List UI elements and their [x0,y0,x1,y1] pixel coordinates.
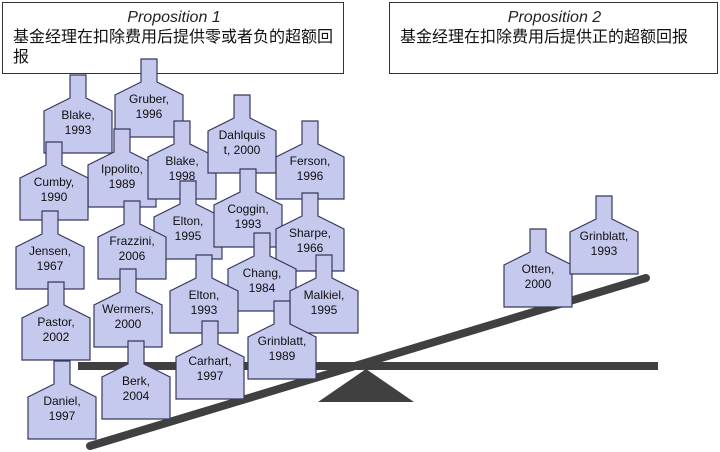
bottle-label: Coggin, 1993 [227,202,269,231]
bottle-jensen-1967: Jensen, 1967 [14,210,86,290]
bottle-sharpe-1966: Sharpe, 1966 [274,192,346,272]
bottle-label: Chang, 1984 [242,266,282,295]
bottle-shape [175,320,245,400]
bottle-otten-2000: Otten, 2000 [502,228,574,308]
bottle-shape [27,360,97,440]
bottle-label: Grinblatt, 1989 [257,334,307,363]
bottle-label: Malkiel, 1995 [303,288,345,317]
bottle-label: Dahlquis t, 2000 [218,128,266,157]
bottle-shape [569,195,639,275]
fulcrum-triangle [318,369,414,402]
bottle-berk-2004: Berk, 2004 [100,340,172,420]
bottle-cumby-1990: Cumby, 1990 [18,141,90,221]
bottle-shape [153,180,223,260]
bottle-label: Elton, 1993 [188,288,220,317]
bottle-shape [169,254,239,334]
bottle-dahlquist-2000: Dahlquis t, 2000 [206,94,278,174]
bottle-label: Daniel, 1997 [43,394,81,423]
bottle-label: Otten, 2000 [521,262,555,291]
bottle-label: Berk, 2004 [121,374,150,403]
proposition-1-text: 基金经理在扣除费用后提供零或者负的超额回报 [13,27,334,66]
bottle-elton-1995: Elton, 1995 [152,180,224,260]
proposition-2-box: Proposition 2 基金经理在扣除费用后提供正的超额回报 [389,2,718,74]
bottle-blake-1993: Blake, 1993 [42,74,114,154]
bottle-elton-1993: Elton, 1993 [168,254,240,334]
bottle-wermers-2000: Wermers, 2000 [92,268,164,348]
bottle-label: Frazzini, 2006 [109,234,155,263]
bottle-label: Grinblatt, 1993 [579,229,629,258]
bottle-label: Gruber, 1996 [128,92,170,121]
proposition-1-box: Proposition 1 基金经理在扣除费用后提供零或者负的超额回报 [2,2,344,74]
bottle-carhart-1997: Carhart, 1997 [174,320,246,400]
bottle-shape [15,210,85,290]
bottle-label: Jensen, 1967 [28,244,72,273]
bottle-shape [21,281,91,361]
bottle-shape [247,300,317,380]
bottle-shape [87,128,157,208]
bottle-daniel-1997: Daniel, 1997 [26,360,98,440]
proposition-2-title: Proposition 2 [507,9,602,26]
bottle-shape [147,120,217,200]
bottle-label: Pastor, 2002 [37,315,75,344]
bottle-grinblatt-1993: Grinblatt, 1993 [568,195,640,275]
bottle-grinblatt-1989: Grinblatt, 1989 [246,300,318,380]
bottle-shape [289,254,359,334]
bottle-frazzini-2006: Frazzini, 2006 [96,200,168,280]
bottle-shape [19,141,89,221]
proposition-2-text: 基金经理在扣除费用后提供正的超额回报 [400,27,689,46]
bottle-pastor-2002: Pastor, 2002 [20,281,92,361]
bottle-ippolito-1989: Ippolito, 1989 [86,128,158,208]
bottle-label: Ferson, 1996 [289,154,331,183]
bottle-label: Ippolito, 1989 [100,162,144,191]
bottle-label: Wermers, 2000 [102,302,154,331]
bottle-shape [275,192,345,272]
bottle-label: Blake, 1993 [61,108,95,137]
bottle-shape [93,268,163,348]
bottle-blake-1998: Blake, 1998 [146,120,218,200]
proposition-1-title: Proposition 1 [127,9,221,26]
bottle-label: Sharpe, 1966 [288,226,332,255]
bottle-label: Elton, 1995 [172,214,204,243]
bottle-label: Cumby, 1990 [33,175,75,204]
bottle-shape [275,120,345,200]
bottle-shape [503,228,573,308]
bottle-label: Blake, 1998 [165,154,199,183]
bottle-ferson-1996: Ferson, 1996 [274,120,346,200]
bottle-shape [101,340,171,420]
bottle-label: Carhart, 1997 [188,354,232,383]
bottle-shape [97,200,167,280]
bottle-malkiel-1995: Malkiel, 1995 [288,254,360,334]
bottle-chang-1984: Chang, 1984 [226,232,298,312]
